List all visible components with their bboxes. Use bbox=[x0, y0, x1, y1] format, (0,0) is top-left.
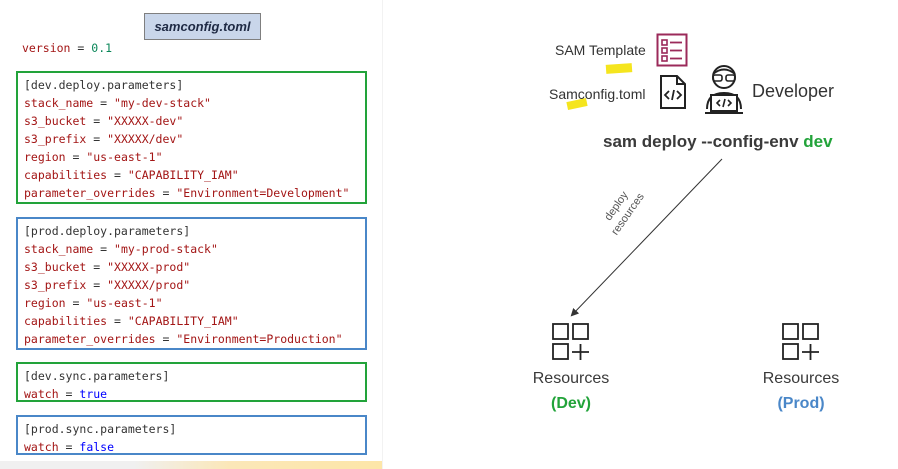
deploy-arrow bbox=[570, 158, 723, 317]
config-line: capabilities = "CAPABILITY_IAM" bbox=[24, 168, 239, 182]
deploy-command: sam deploy --config-env dev bbox=[603, 132, 833, 152]
config-key: capabilities bbox=[24, 314, 108, 328]
config-value: "XXXXX/dev" bbox=[107, 132, 184, 146]
config-value: "us-east-1" bbox=[86, 150, 163, 164]
config-key: capabilities bbox=[24, 168, 108, 182]
prod-sync-block: [prod.sync.parameters] watch = false bbox=[16, 415, 367, 455]
prod-deploy-block: [prod.deploy.parameters] stack_name = "m… bbox=[16, 217, 367, 350]
block-header: [dev.deploy.parameters] bbox=[24, 78, 184, 92]
file-tab: samconfig.toml bbox=[144, 13, 261, 40]
config-line: capabilities = "CAPABILITY_IAM" bbox=[24, 314, 239, 328]
config-line: region = "us-east-1" bbox=[24, 296, 163, 310]
config-key: watch bbox=[24, 440, 59, 454]
resources-dev-icon bbox=[552, 323, 589, 360]
config-line: watch = true bbox=[24, 387, 108, 401]
config-key: s3_prefix bbox=[24, 278, 87, 292]
config-key: parameter_overrides bbox=[24, 186, 156, 200]
config-value: "us-east-1" bbox=[86, 296, 163, 310]
config-value: "CAPABILITY_IAM" bbox=[127, 168, 239, 182]
config-value: "my-dev-stack" bbox=[114, 96, 211, 110]
config-value: "Environment=Development" bbox=[176, 186, 350, 200]
config-line: s3_bucket = "XXXXX-dev" bbox=[24, 114, 184, 128]
code-file-icon bbox=[660, 75, 686, 109]
resources-prod-env: (Prod) bbox=[777, 395, 825, 412]
config-value: "CAPABILITY_IAM" bbox=[127, 314, 239, 328]
samconfig-label: Samconfig.toml bbox=[549, 86, 646, 102]
resources-dev-label: Resources bbox=[532, 370, 610, 387]
samconfig-panel: samconfig.toml version = 0.1 [dev.deploy… bbox=[0, 0, 382, 469]
highlight-mark bbox=[605, 63, 633, 74]
config-key: s3_bucket bbox=[24, 114, 87, 128]
block-header: [dev.sync.parameters] bbox=[24, 369, 170, 383]
config-key: region bbox=[24, 150, 66, 164]
resources-prod-icon bbox=[782, 323, 819, 360]
developer-icon bbox=[705, 65, 743, 114]
config-line: stack_name = "my-dev-stack" bbox=[24, 96, 211, 110]
panel-divider bbox=[382, 0, 383, 469]
config-value: false bbox=[79, 440, 115, 454]
version-key: version bbox=[22, 41, 71, 55]
config-value: "Environment=Production" bbox=[176, 332, 343, 346]
developer-label: Developer bbox=[752, 81, 835, 101]
config-key: watch bbox=[24, 387, 59, 401]
config-line: s3_bucket = "XXXXX-prod" bbox=[24, 260, 191, 274]
config-key: region bbox=[24, 296, 66, 310]
dev-deploy-block: [dev.deploy.parameters] stack_name = "my… bbox=[16, 71, 367, 204]
config-key: stack_name bbox=[24, 96, 94, 110]
config-line: parameter_overrides = "Environment=Devel… bbox=[24, 186, 350, 200]
config-value: "XXXXX/prod" bbox=[107, 278, 191, 292]
config-key: parameter_overrides bbox=[24, 332, 156, 346]
config-line: s3_prefix = "XXXXX/dev" bbox=[24, 132, 184, 146]
block-header: [prod.deploy.parameters] bbox=[24, 224, 191, 238]
sam-template-label: SAM Template bbox=[555, 42, 646, 58]
config-value: "my-prod-stack" bbox=[114, 242, 218, 256]
config-line: parameter_overrides = "Environment=Produ… bbox=[24, 332, 343, 346]
version-line: version = 0.1 bbox=[22, 41, 113, 55]
config-value: "XXXXX-dev" bbox=[107, 114, 184, 128]
template-list-icon bbox=[656, 33, 688, 67]
bottom-bar bbox=[0, 461, 382, 469]
dev-sync-block: [dev.sync.parameters] watch = true bbox=[16, 362, 367, 402]
resources-prod-label: Resources bbox=[762, 370, 840, 387]
config-line: stack_name = "my-prod-stack" bbox=[24, 242, 218, 256]
block-header: [prod.sync.parameters] bbox=[24, 422, 177, 436]
version-value: 0.1 bbox=[91, 41, 113, 55]
command-text: sam deploy --config-env bbox=[603, 132, 799, 151]
config-line: watch = false bbox=[24, 440, 115, 454]
config-key: s3_bucket bbox=[24, 260, 87, 274]
command-env: dev bbox=[803, 132, 833, 151]
config-key: s3_prefix bbox=[24, 132, 87, 146]
config-key: stack_name bbox=[24, 242, 94, 256]
config-line: s3_prefix = "XXXXX/prod" bbox=[24, 278, 191, 292]
config-value: true bbox=[79, 387, 108, 401]
config-line: region = "us-east-1" bbox=[24, 150, 163, 164]
resources-dev-env: (Dev) bbox=[550, 395, 591, 412]
config-value: "XXXXX-prod" bbox=[107, 260, 191, 274]
